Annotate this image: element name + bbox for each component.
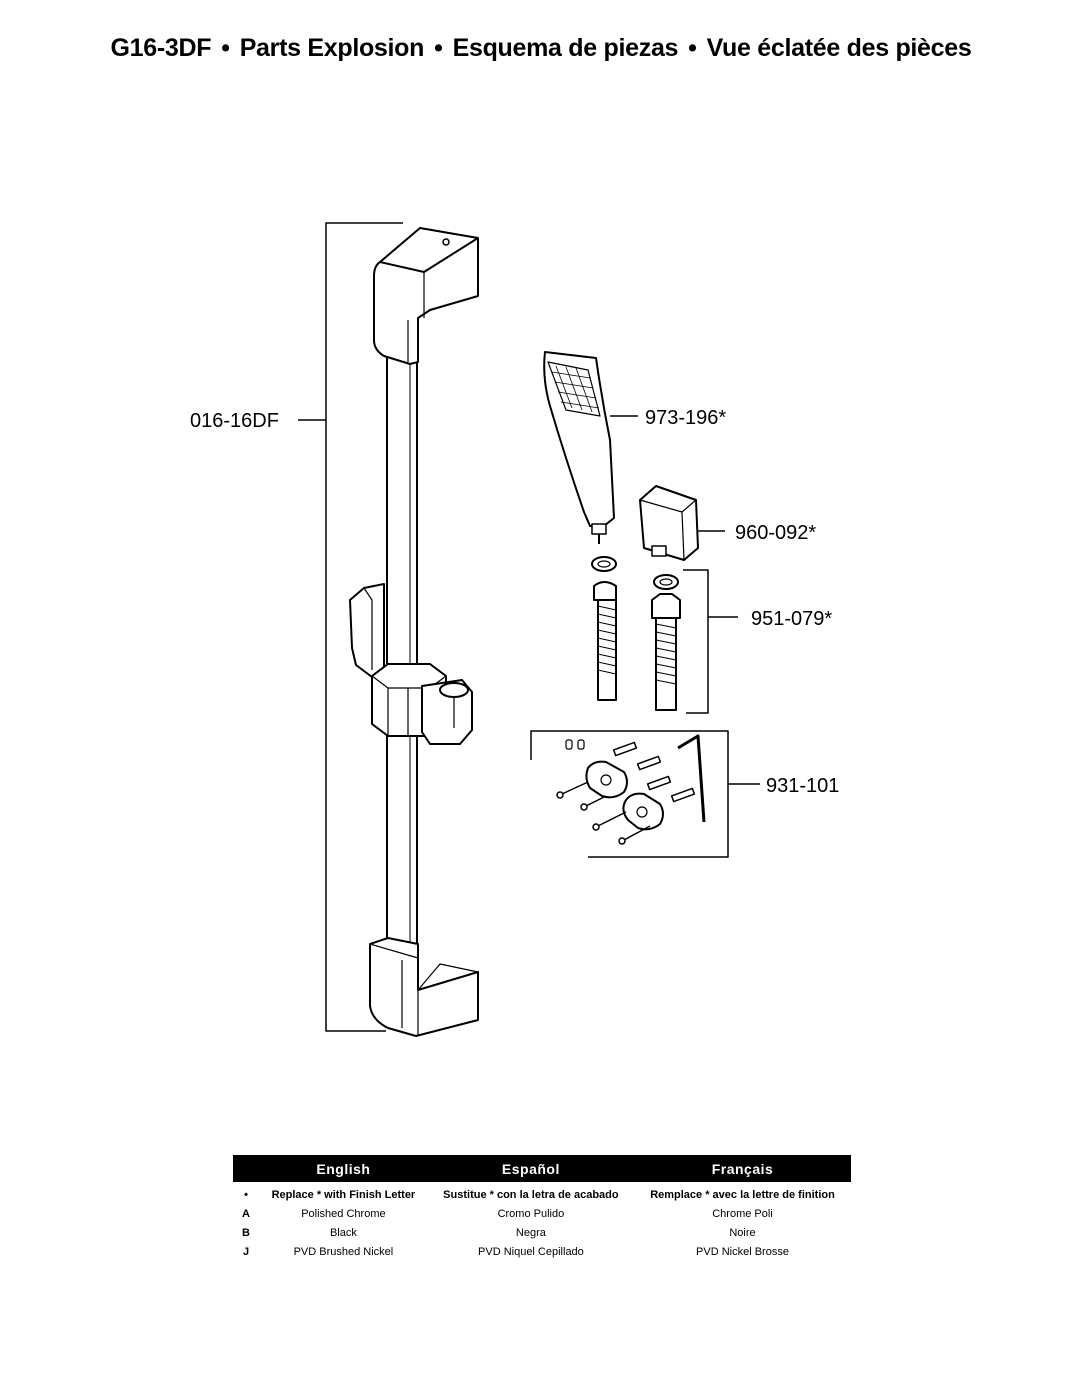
finish-english: Polished Chrome <box>301 1207 386 1220</box>
hose-drawing <box>591 556 738 714</box>
legend-header-spanish: Español <box>427 1155 634 1182</box>
finish-code: A <box>242 1207 250 1220</box>
hand-shower-drawing <box>543 351 638 544</box>
wall-supply-drawing <box>639 485 725 561</box>
finish-english: Replace * with Finish Letter <box>271 1188 416 1201</box>
slide-bar-drawing <box>298 222 479 1037</box>
finish-code: B <box>242 1226 250 1239</box>
finish-french: Chrome Poli <box>712 1207 773 1220</box>
legend-row: J PVD Brushed Nickel PVD Niquel Cepillad… <box>233 1242 851 1261</box>
legend-header-code <box>233 1155 259 1182</box>
title-french: Vue éclatée des pièces <box>706 34 972 62</box>
finish-code: J <box>242 1245 250 1258</box>
legend-row: A Polished Chrome Cromo Pulido Chrome Po… <box>233 1204 851 1223</box>
legend-row: • Replace * with Finish Letter Sustitue … <box>233 1182 851 1204</box>
finish-french: PVD Nickel Brosse <box>696 1245 789 1258</box>
title-separator: • <box>434 34 443 62</box>
legend-header-french: Français <box>634 1155 851 1182</box>
finish-spanish: Sustitue * con la letra de acabado <box>443 1188 619 1201</box>
finish-spanish: Cromo Pulido <box>497 1207 565 1220</box>
title-english: Parts Explosion <box>239 34 425 62</box>
finish-spanish: Negra <box>515 1226 546 1239</box>
finish-english: Black <box>329 1226 357 1239</box>
finish-french: Noire <box>729 1226 756 1239</box>
title-separator: • <box>688 34 697 62</box>
mounting-kit-drawing <box>530 730 760 858</box>
finish-english: PVD Brushed Nickel <box>293 1245 394 1258</box>
legend-row: B Black Negra Noire <box>233 1223 851 1242</box>
finish-legend-table: English Español Français • Replace * wit… <box>233 1155 851 1261</box>
finish-code: • <box>244 1188 248 1201</box>
label-wall-supply: 960-092* <box>735 522 816 544</box>
page-title: G16-3DF • Parts Explosion • Esquema de pieza… <box>0 34 1082 63</box>
finish-spanish: PVD Niquel Cepillado <box>478 1245 584 1258</box>
parts-explosion-diagram: 016-16DF 973-196* 960-092* 951-079* 931-… <box>190 222 839 1037</box>
label-hand-shower: 973-196* <box>645 407 726 429</box>
finish-french: Remplace * avec la lettre de finition <box>650 1188 835 1201</box>
model-number: G16-3DF <box>110 34 212 62</box>
label-hose: 951-079* <box>751 608 832 630</box>
title-spanish: Esquema de piezas <box>452 34 679 62</box>
title-separator: • <box>221 34 230 62</box>
label-mounting-kit: 931-101 <box>766 775 839 797</box>
legend-header-english: English <box>259 1155 428 1182</box>
label-slide-bar: 016-16DF <box>190 410 279 432</box>
